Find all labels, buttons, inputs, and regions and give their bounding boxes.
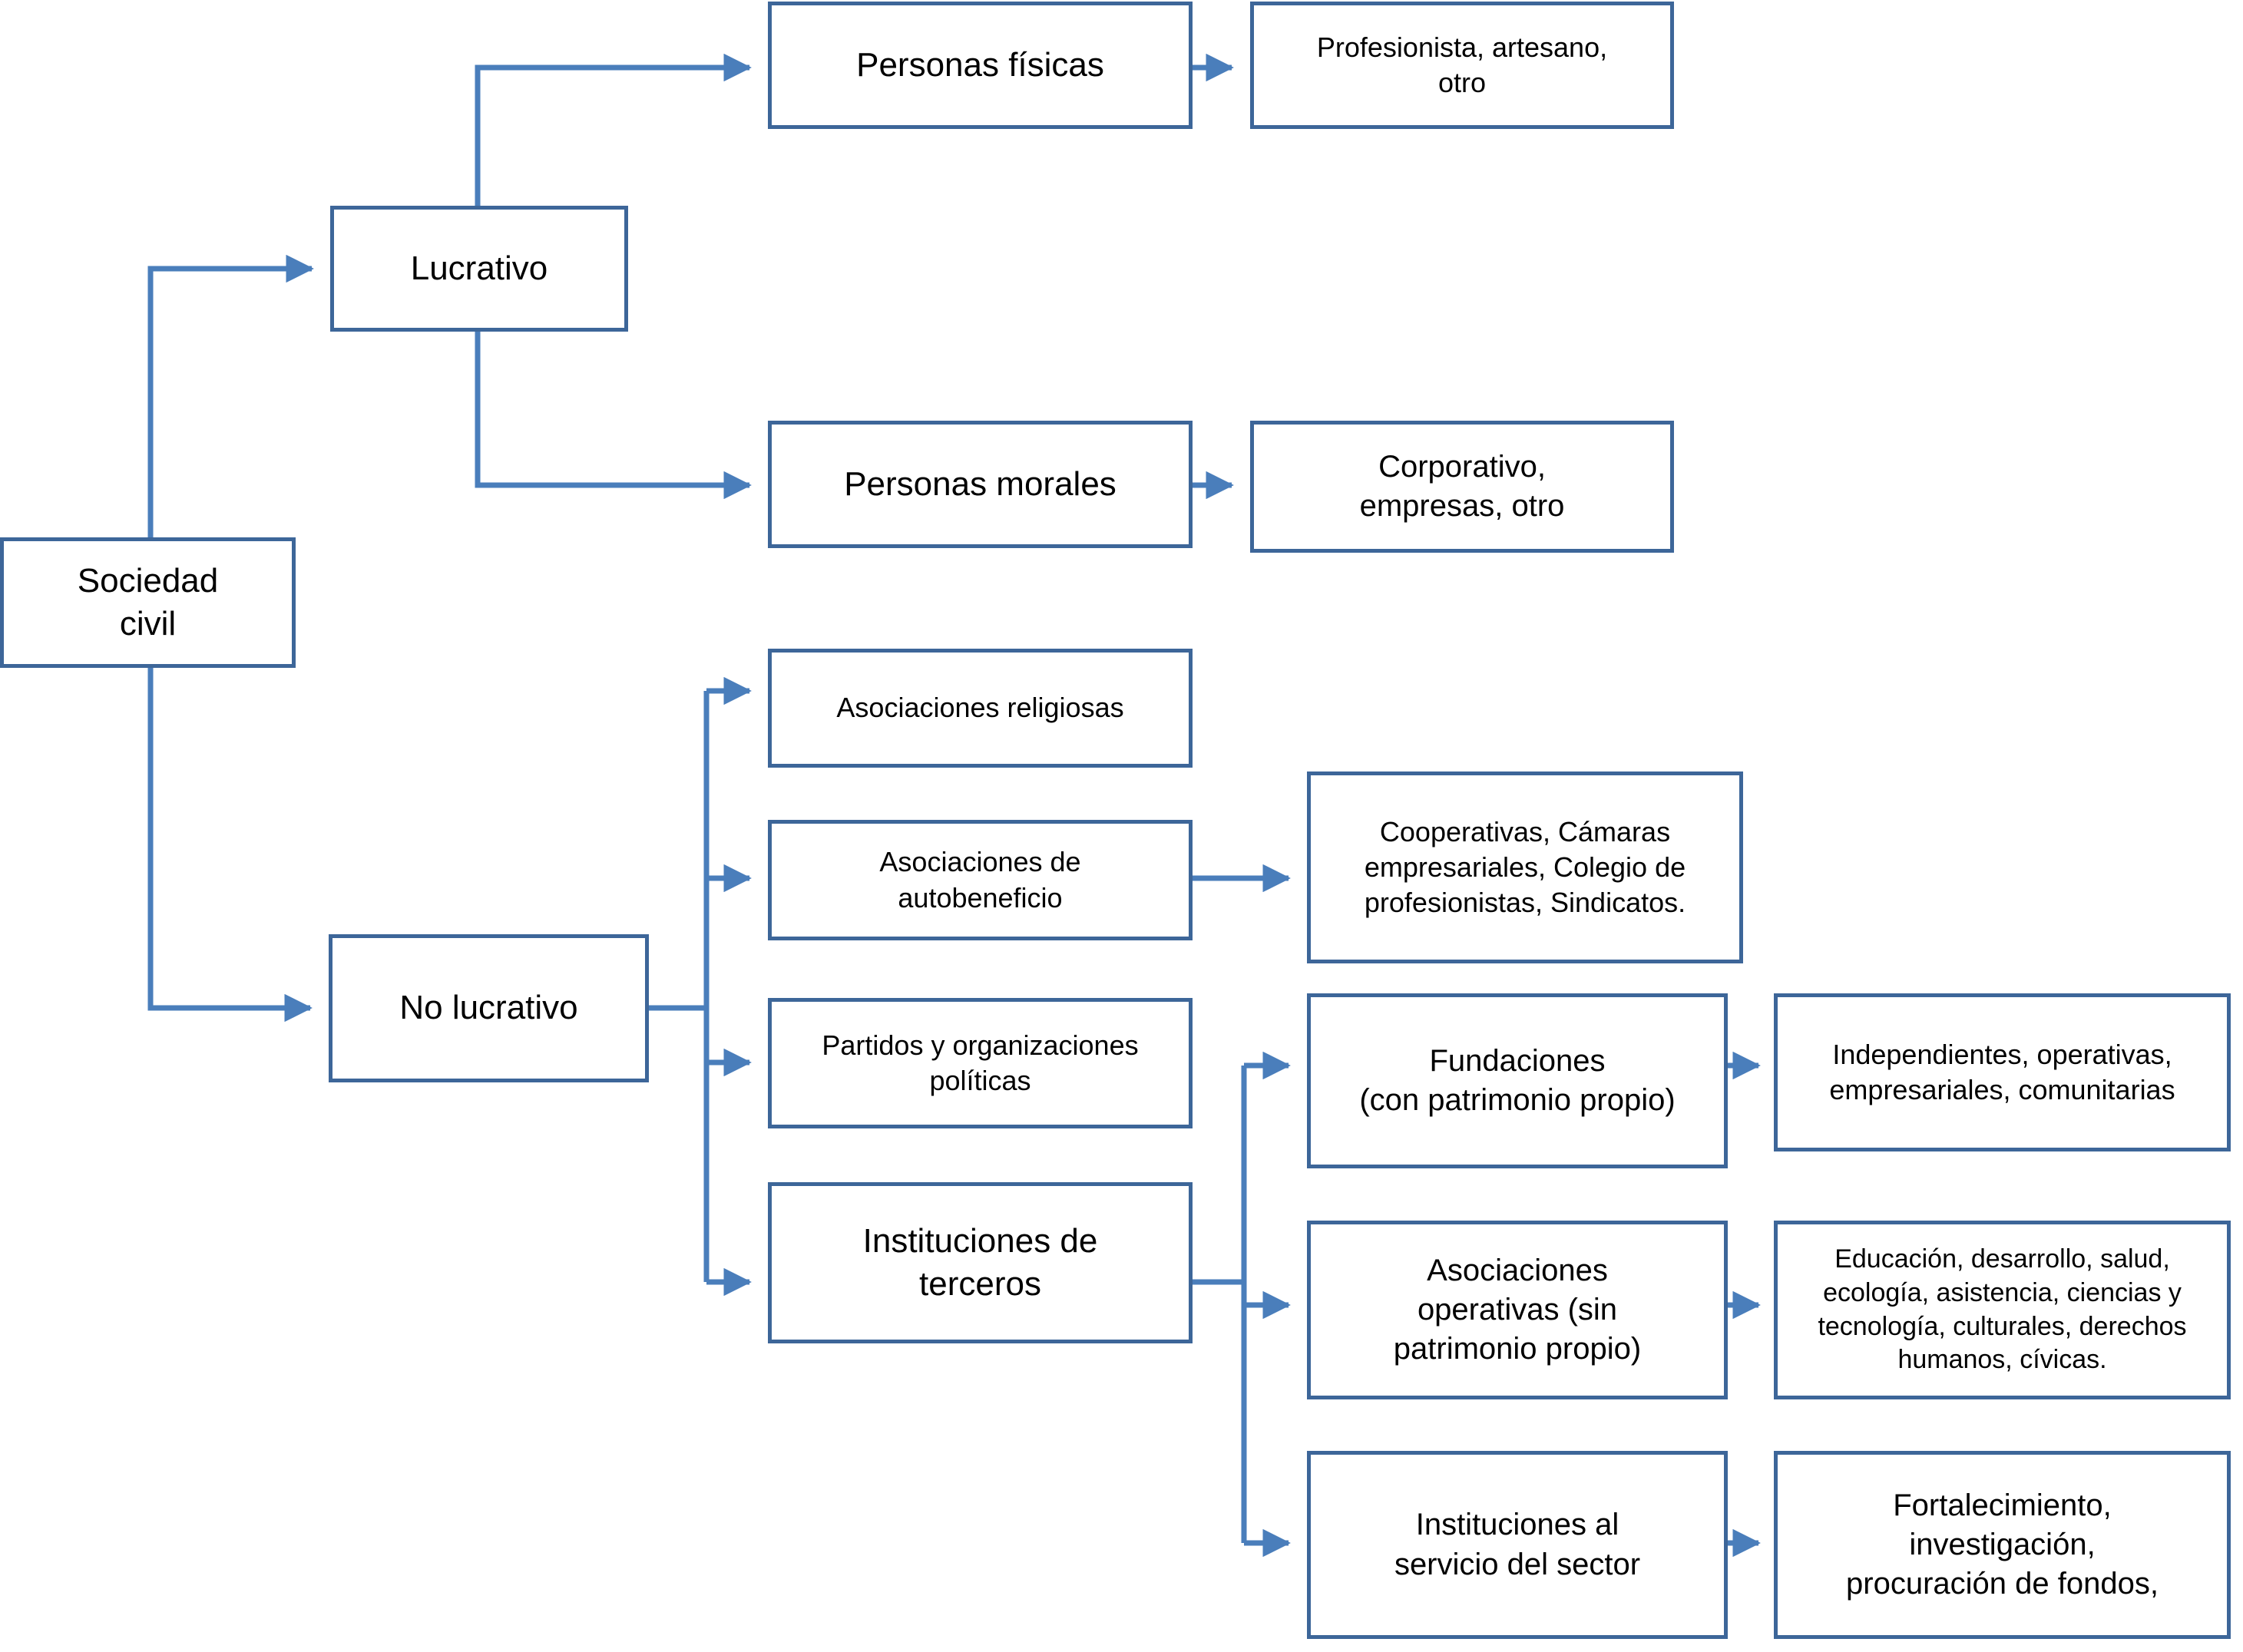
edge-lucrativo-to-personas-morales <box>475 332 752 500</box>
edge-lucrativo-to-personas-fisicas <box>475 53 752 206</box>
node-fundaciones-detail-label: Independientes, operativas, empresariale… <box>1829 1038 2175 1105</box>
node-asociaciones-religiosas[interactable]: Asociaciones religiosas <box>768 649 1193 768</box>
node-asociaciones-operativas-detail[interactable]: Educación, desarrollo, salud, ecología, … <box>1774 1221 2231 1399</box>
node-instituciones-servicio[interactable]: Instituciones al servicio del sector <box>1307 1451 1728 1639</box>
node-no-lucrativo[interactable]: No lucrativo <box>329 934 649 1082</box>
node-asociaciones-autobeneficio-detail-label: Cooperativas, Cámaras empresariales, Col… <box>1364 815 1686 919</box>
node-asociaciones-autobeneficio-detail[interactable]: Cooperativas, Cámaras empresariales, Col… <box>1307 771 1743 963</box>
node-asociaciones-operativas[interactable]: Asociaciones operativas (sin patrimonio … <box>1307 1221 1728 1399</box>
node-asociaciones-religiosas-label: Asociaciones religiosas <box>836 692 1124 724</box>
node-asociaciones-operativas-label: Asociaciones operativas (sin patrimonio … <box>1393 1253 1642 1366</box>
edge-root-to-lucrativo <box>147 254 314 537</box>
node-fundaciones-label: Fundaciones (con patrimonio propio) <box>1359 1043 1676 1117</box>
node-lucrativo[interactable]: Lucrativo <box>330 206 628 332</box>
node-instituciones-terceros-label: Instituciones de terceros <box>862 1221 1098 1303</box>
node-asociaciones-autobeneficio-label: Asociaciones de autobeneficio <box>879 846 1081 914</box>
node-personas-morales[interactable]: Personas morales <box>768 421 1193 548</box>
node-instituciones-servicio-detail-label: Fortalecimiento, investigación, procurac… <box>1846 1488 2159 1601</box>
node-sociedad-civil-label: Sociedad civil <box>77 561 219 643</box>
node-partidos-politicos[interactable]: Partidos y organizaciones políticas <box>768 998 1193 1128</box>
node-instituciones-terceros[interactable]: Instituciones de terceros <box>768 1182 1193 1343</box>
node-personas-fisicas-detail-label: Profesionista, artesano, otro <box>1316 31 1608 98</box>
node-personas-fisicas[interactable]: Personas físicas <box>768 2 1193 129</box>
node-personas-morales-detail[interactable]: Corporativo, empresas, otro <box>1250 421 1674 553</box>
node-sociedad-civil[interactable]: Sociedad civil <box>0 537 296 668</box>
node-instituciones-servicio-detail[interactable]: Fortalecimiento, investigación, procurac… <box>1774 1451 2231 1639</box>
node-partidos-politicos-label: Partidos y organizaciones políticas <box>822 1029 1139 1096</box>
node-fundaciones[interactable]: Fundaciones (con patrimonio propio) <box>1307 993 1728 1168</box>
node-personas-morales-label: Personas morales <box>844 464 1117 503</box>
node-instituciones-servicio-label: Instituciones al servicio del sector <box>1394 1508 1641 1581</box>
node-fundaciones-detail[interactable]: Independientes, operativas, empresariale… <box>1774 993 2231 1151</box>
node-personas-fisicas-label: Personas físicas <box>856 45 1104 84</box>
node-asociaciones-autobeneficio[interactable]: Asociaciones de autobeneficio <box>768 820 1193 940</box>
node-personas-fisicas-detail[interactable]: Profesionista, artesano, otro <box>1250 2 1674 129</box>
node-no-lucrativo-label: No lucrativo <box>399 989 578 1027</box>
edge-root-to-no-lucrativo <box>147 668 313 1023</box>
node-personas-morales-detail-label: Corporativo, empresas, otro <box>1359 449 1565 523</box>
node-asociaciones-operativas-detail-label: Educación, desarrollo, salud, ecología, … <box>1818 1244 2187 1375</box>
node-lucrativo-label: Lucrativo <box>410 249 548 287</box>
